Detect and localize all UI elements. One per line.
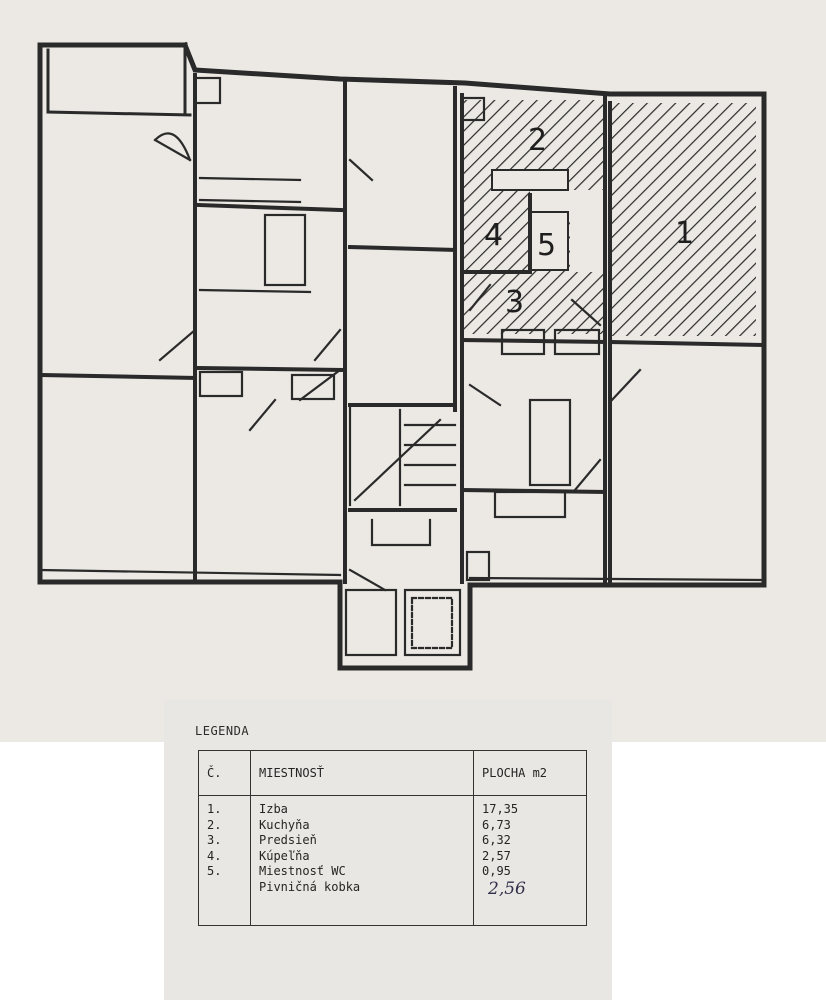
row-area: 0,95 (482, 864, 511, 878)
row-area: 2,57 (482, 848, 511, 863)
legend-title: LEGENDA (195, 724, 250, 738)
header-area: PLOCHA m2 (473, 750, 587, 796)
legend-header-row: Č. MIESTNOSŤ PLOCHA m2 (198, 750, 587, 796)
row-num: 1. (207, 802, 222, 816)
area-column: 17,35 6,73 6,32 2,57 0,95 2,56 (473, 795, 587, 926)
row-room: Predsieň (259, 833, 317, 847)
row-num: 2. (207, 817, 222, 832)
wc-box (529, 211, 569, 271)
room-label-5: 5 (537, 228, 556, 263)
room-label-3: 3 (505, 285, 524, 320)
plan-details (38, 76, 766, 657)
kitchen-unit (491, 169, 569, 191)
row-room: Miestnosť WC (259, 864, 346, 878)
room-label-1: 1 (675, 216, 694, 251)
row-area: 6,32 (482, 833, 511, 847)
num-column: 1. 2. 3. 4. 5. (198, 795, 251, 926)
legend-table: Č. MIESTNOSŤ PLOCHA m2 1. 2. 3. 4. 5. Iz… (198, 750, 587, 926)
room-label-4: 4 (484, 218, 503, 253)
room-4-hatch (462, 190, 530, 272)
balcony (46, 48, 192, 117)
legend-body-row: 1. 2. 3. 4. 5. Izba Kuchyňa Predsieň Kúp… (198, 795, 587, 926)
room-label-2: 2 (528, 123, 547, 158)
row-area: 17,35 (482, 802, 519, 816)
row-room: Kuchyňa (259, 817, 310, 832)
outer-walls (37, 41, 767, 671)
room-3-hatch (462, 272, 604, 334)
header-num: Č. (198, 750, 251, 796)
row-num: 4. (207, 848, 222, 863)
row-room: Kúpeľňa (259, 848, 310, 863)
header-room: MIESTNOSŤ (250, 750, 474, 796)
interior-walls (39, 73, 767, 587)
room-column: Izba Kuchyňa Predsieň Kúpeľňa Miestnosť … (250, 795, 474, 926)
door-swings (153, 132, 642, 592)
row-num: 5. (207, 864, 222, 878)
row-area: 6,73 (482, 817, 511, 832)
handwritten-area: 2,56 (488, 878, 526, 899)
floor-plan: 2 4 5 1 3 (37, 41, 767, 671)
row-room: Izba (259, 802, 288, 816)
room-1-hatch (610, 103, 756, 336)
row-room: Pivničná kobka (259, 879, 361, 894)
row-num: 3. (207, 833, 222, 847)
